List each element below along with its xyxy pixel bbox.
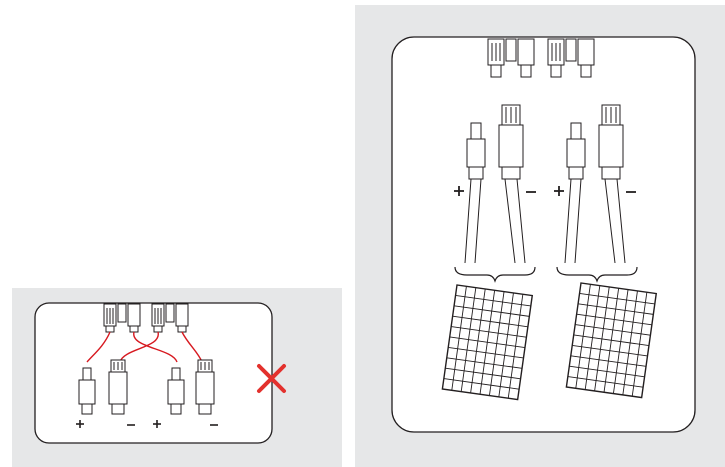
plus-sign-icon — [454, 186, 464, 196]
correct-wiring-illustration — [391, 36, 696, 433]
solar-panel-icon — [565, 282, 658, 399]
plus-sign-icon — [554, 186, 564, 196]
brace-2 — [556, 266, 638, 283]
incorrect-card — [34, 302, 273, 444]
mc4-connector-icon — [566, 104, 624, 180]
inverter-port-icon — [103, 303, 189, 333]
mc4-connector-icon — [167, 359, 215, 415]
mc4-connector-icon — [466, 104, 524, 180]
plus-sign-icon — [76, 420, 84, 428]
cable-pair-2 — [564, 178, 626, 264]
cable-pair-1 — [464, 178, 526, 264]
incorrect-wiring-illustration — [34, 302, 286, 444]
incorrect-wiring-panel — [12, 288, 342, 467]
correct-wiring-panel — [355, 5, 725, 467]
mc4-connector-icon — [78, 359, 128, 415]
correct-card — [391, 36, 696, 433]
solar-panel-icon — [441, 284, 534, 401]
plus-sign-icon — [153, 420, 161, 428]
cross-mark-icon — [257, 364, 286, 393]
brace-1 — [454, 266, 536, 283]
inverter-port-icon — [487, 38, 595, 78]
